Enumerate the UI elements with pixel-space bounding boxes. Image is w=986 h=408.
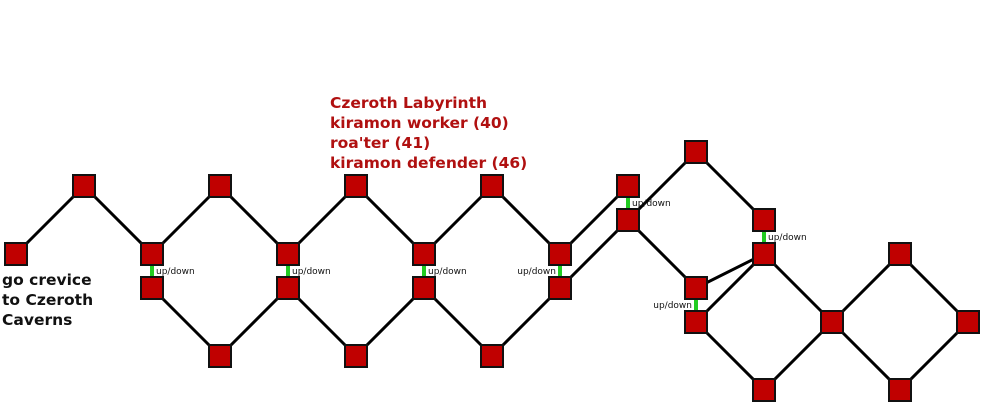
updown-label: up/down bbox=[632, 199, 671, 209]
exit-note-line: Caverns bbox=[2, 311, 73, 329]
room-node bbox=[548, 242, 572, 266]
room-node bbox=[4, 242, 28, 266]
updown-connector bbox=[422, 266, 426, 276]
room-node bbox=[412, 242, 436, 266]
room-node bbox=[276, 242, 300, 266]
room-node bbox=[208, 344, 232, 368]
room-node bbox=[344, 344, 368, 368]
exit-note-line: to Czeroth bbox=[2, 291, 94, 309]
updown-label: up/down bbox=[517, 267, 556, 277]
exit-note-line: go crevice bbox=[2, 271, 92, 289]
updown-connector bbox=[762, 232, 766, 242]
room-node bbox=[548, 276, 572, 300]
room-node bbox=[140, 242, 164, 266]
room-node bbox=[72, 174, 96, 198]
updown-connector bbox=[694, 300, 698, 310]
updown-connector bbox=[286, 266, 290, 276]
room-node bbox=[684, 140, 708, 164]
room-node bbox=[752, 378, 776, 402]
room-node bbox=[276, 276, 300, 300]
room-node bbox=[684, 310, 708, 334]
room-node bbox=[684, 276, 708, 300]
updown-label: up/down bbox=[156, 267, 195, 277]
room-node bbox=[820, 310, 844, 334]
room-node bbox=[412, 276, 436, 300]
room-node bbox=[140, 276, 164, 300]
monster-entry: kiramon worker (40) bbox=[330, 114, 509, 132]
room-node bbox=[208, 174, 232, 198]
updown-connectors: up/down up/down up/down up/down up/down up/do… bbox=[150, 198, 807, 311]
area-name: Czeroth Labyrinth bbox=[330, 94, 488, 112]
room-node bbox=[616, 208, 640, 232]
room-node bbox=[888, 378, 912, 402]
updown-connector bbox=[626, 198, 630, 208]
updown-label: up/down bbox=[292, 267, 331, 277]
exit-note: go crevice to Czeroth Caverns bbox=[2, 270, 93, 330]
room-node bbox=[956, 310, 980, 334]
monster-entry: roa'ter (41) bbox=[330, 134, 431, 152]
room-node bbox=[752, 242, 776, 266]
room-node bbox=[752, 208, 776, 232]
updown-label: up/down bbox=[768, 233, 807, 243]
room-node bbox=[344, 174, 368, 198]
room-node bbox=[480, 344, 504, 368]
updown-connector bbox=[150, 266, 154, 276]
monster-entry: kiramon defender (46) bbox=[330, 154, 528, 172]
updown-label: up/down bbox=[653, 301, 692, 311]
updown-connector bbox=[558, 266, 562, 276]
room-node bbox=[616, 174, 640, 198]
room-node bbox=[480, 174, 504, 198]
updown-label: up/down bbox=[428, 267, 467, 277]
room-node bbox=[888, 242, 912, 266]
area-info: Czeroth Labyrinth kiramon worker (40) ro… bbox=[330, 93, 527, 173]
rooms bbox=[4, 140, 980, 402]
